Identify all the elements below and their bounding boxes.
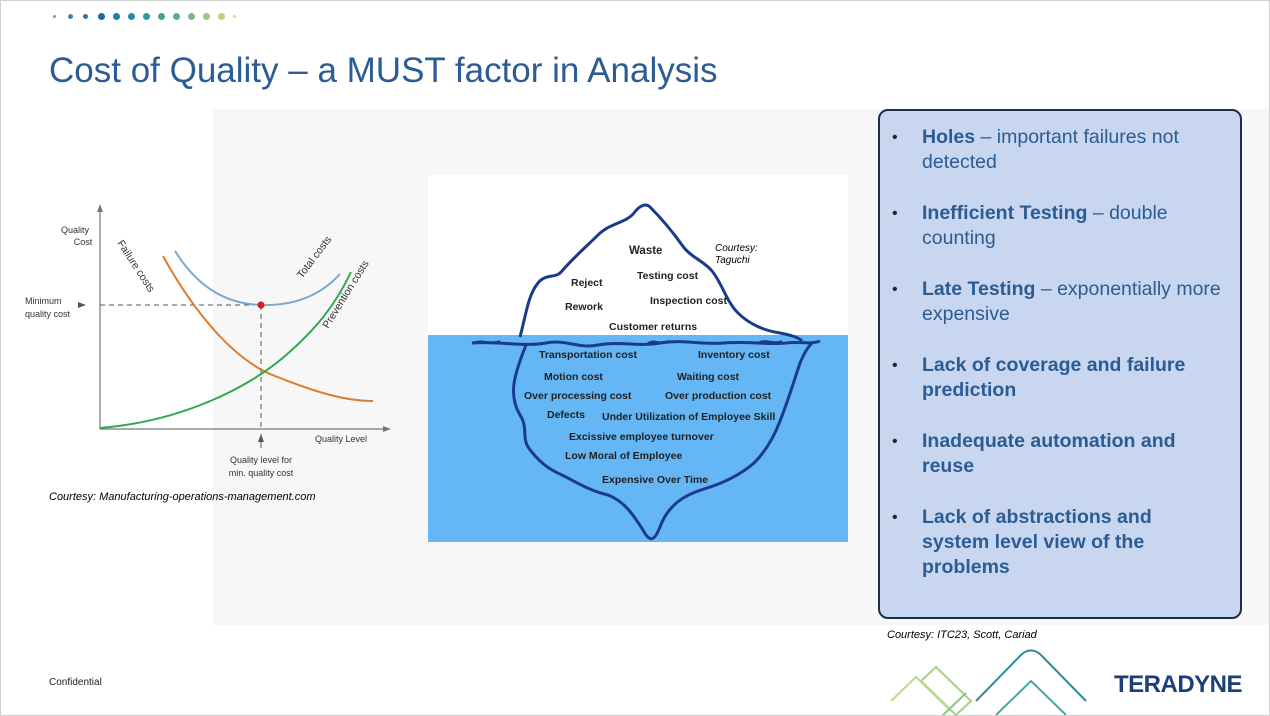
decorative-dot — [128, 13, 135, 20]
prevention-cost-curve — [99, 271, 352, 429]
bullet-marker: • — [892, 357, 898, 374]
iceberg-label-inspection-cost: Inspection cost — [650, 295, 728, 307]
min-cost-label-1: Minimum — [25, 296, 62, 306]
bullets-courtesy: Courtesy: ITC23, Scott, Cariad — [887, 629, 1037, 641]
decorative-dot — [158, 13, 165, 20]
iceberg-label-motion-cost: Motion cost — [544, 371, 603, 383]
iceberg-courtesy-line1: Courtesy: — [715, 243, 758, 254]
iceberg-label-customer-returns: Customer returns — [609, 321, 698, 333]
iceberg-diagram: Waste Reject Testing cost Rework Inspect… — [428, 175, 848, 542]
iceberg-label-testing-cost: Testing cost — [637, 270, 699, 282]
bullet-bold: Inadequate automation and reuse — [922, 430, 1176, 477]
iceberg-label-over-processing-cost: Over processing cost — [524, 390, 632, 402]
iceberg-label-inventory-cost: Inventory cost — [698, 349, 770, 361]
iceberg-outline — [471, 203, 821, 541]
bullet-rest: – double counting — [922, 202, 1168, 249]
bullet-bold: Inefficient Testing — [922, 202, 1088, 224]
bullet-bold: Holes — [922, 126, 976, 148]
water — [428, 335, 848, 542]
iceberg-label-expensive-overtime: Expensive Over Time — [602, 474, 709, 486]
water-line-waves — [471, 340, 783, 344]
decorative-dot — [68, 14, 73, 19]
iceberg-label-reject: Reject — [571, 277, 603, 289]
teradyne-logo-graphic — [890, 649, 1087, 715]
iceberg-label-defects: Defects — [547, 409, 585, 421]
x-axis-label: Quality Level — [315, 434, 367, 444]
y-axis-label-1: Quality — [61, 225, 90, 235]
decorative-dot — [233, 15, 236, 18]
decorative-dot — [188, 13, 195, 20]
confidential-label: Confidential — [49, 677, 102, 688]
decorative-dot — [218, 13, 225, 20]
bullet-bold: Lack of abstractions and system level vi… — [922, 506, 1152, 578]
iceberg-courtesy: Courtesy: Taguchi — [715, 243, 758, 267]
chart-courtesy: Courtesy: Manufacturing-operations-manag… — [49, 491, 316, 503]
decorative-dot — [113, 13, 120, 20]
bullet-marker: • — [892, 433, 898, 450]
bullet-rest: – exponentially more expensive — [922, 278, 1221, 325]
optimum-label-1: Quality level for — [230, 455, 292, 465]
iceberg-label-under-utilization: Under Utilization of Employee Skill — [602, 411, 776, 423]
page-title: Cost of Quality – a MUST factor in Analy… — [49, 51, 718, 90]
cost-of-quality-chart: Quality Cost Minimum quality cost Qualit… — [25, 204, 391, 478]
decorative-dot — [83, 14, 88, 19]
iceberg-label-rework: Rework — [565, 301, 603, 313]
bullet-bold: Lack of coverage and failure prediction — [922, 354, 1186, 401]
iceberg-label-over-production-cost: Over production cost — [665, 390, 772, 402]
y-axis-label-2: Cost — [74, 237, 93, 247]
decorative-dot — [98, 13, 105, 20]
iceberg-label-transportation-cost: Transportation cost — [539, 349, 638, 361]
optimum-label-2: min. quality cost — [229, 468, 294, 478]
problems-box: • Holes – important failures not detecte… — [878, 109, 1242, 619]
teradyne-logo: TERADYNE — [1114, 671, 1243, 698]
bullet-marker: • — [892, 281, 898, 298]
prevention-costs-label: Prevention costs — [320, 258, 371, 330]
bullet-marker: • — [892, 509, 898, 526]
bullet-marker: • — [892, 205, 898, 222]
bullet-bold: Late Testing — [922, 278, 1036, 300]
decorative-dot — [173, 13, 180, 20]
iceberg-label-low-moral: Low Moral of Employee — [565, 450, 683, 462]
decorative-dot — [203, 13, 210, 20]
failure-cost-curve — [162, 255, 374, 402]
bullet-marker: • — [892, 129, 898, 146]
iceberg-label-turnover: Excissive employee turnover — [569, 431, 714, 443]
decorative-dot — [143, 13, 150, 20]
iceberg-tip-outline — [518, 203, 804, 343]
min-cost-label-2: quality cost — [25, 309, 71, 319]
total-costs-label: Total costs — [295, 234, 334, 281]
failure-costs-label: Failure costs — [114, 238, 156, 294]
bullet-rest: – important failures not detected — [922, 126, 1179, 173]
iceberg-label-waiting-cost: Waiting cost — [677, 371, 740, 383]
decorative-dot — [53, 15, 56, 18]
iceberg-label-waste: Waste — [629, 245, 663, 257]
iceberg-courtesy-line2: Taguchi — [715, 255, 750, 266]
min-cost-point — [257, 301, 265, 309]
